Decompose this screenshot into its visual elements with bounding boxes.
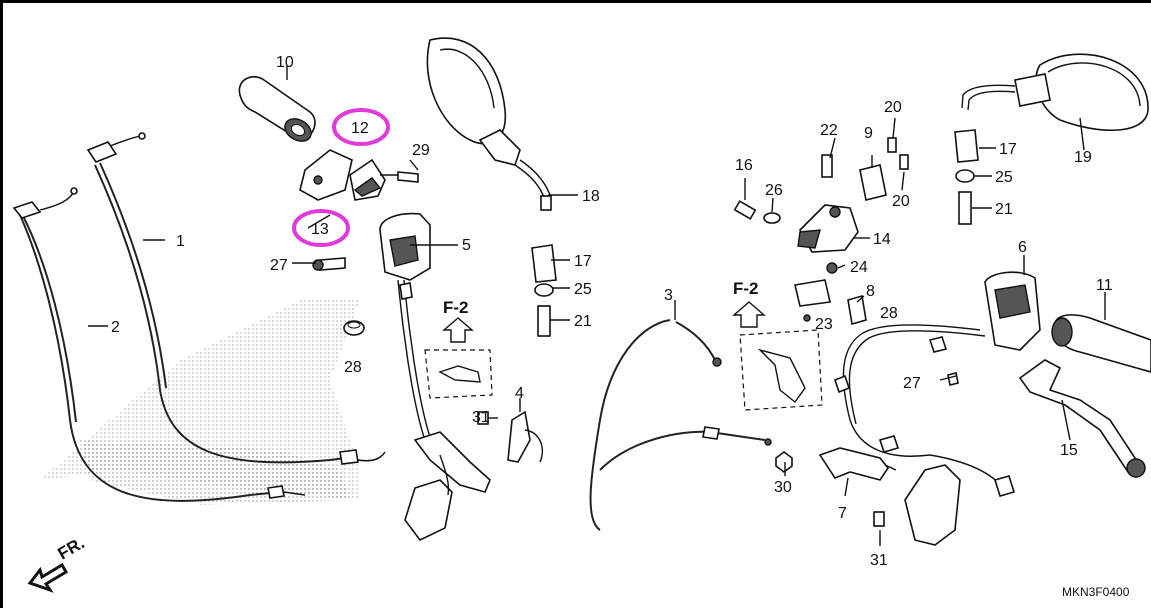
clutch-cable: [589, 319, 671, 531]
callout-14: 14: [873, 231, 891, 248]
throttle-housing-part: [299, 149, 419, 201]
callout-16: 16: [735, 157, 753, 174]
callout-21-right: 21: [995, 201, 1013, 218]
callout-19: 19: [1074, 149, 1092, 166]
leader-lines: [88, 66, 1106, 546]
callout-21-left: 21: [574, 313, 592, 330]
callout-28-right: 28: [880, 305, 898, 322]
callout-24: 24: [850, 259, 868, 276]
callout-4: 4: [515, 385, 524, 402]
right-mirror-part: [961, 53, 1149, 132]
diagram-code: MKN3F0400: [1062, 585, 1130, 599]
view-inset-right: [732, 301, 823, 411]
callout-10: 10: [276, 54, 294, 71]
callout-17-right: 17: [999, 141, 1017, 158]
callout-31-right: 31: [870, 552, 888, 569]
front-direction-label: FR.: [55, 533, 88, 563]
callout-7: 7: [838, 505, 847, 522]
callout-29: 29: [412, 142, 430, 159]
highlight-circle-12: [332, 108, 390, 146]
callout-28-left: 28: [344, 359, 362, 376]
callout-20-bottom: 20: [892, 193, 910, 210]
clutch-lever-part: [1018, 359, 1146, 478]
view-label-right: F-2: [733, 279, 759, 298]
throttle-cable-2: [19, 214, 271, 502]
callout-25-left: 25: [574, 281, 592, 298]
callout-13: 13: [311, 221, 329, 238]
highlight-circle-13: [292, 209, 350, 247]
callout-20-top: 20: [884, 99, 902, 116]
callout-12: 12: [351, 120, 369, 137]
callout-5: 5: [462, 237, 471, 254]
callout-8: 8: [866, 283, 875, 300]
callout-9: 9: [864, 125, 873, 142]
callout-6: 6: [1018, 239, 1027, 256]
callout-3: 3: [664, 287, 673, 304]
view-label-left: F-2: [443, 298, 469, 317]
right-switch-part: [834, 271, 1041, 546]
callout-30: 30: [774, 479, 792, 496]
throttle-grip-part: [238, 76, 316, 142]
callout-11: 11: [1096, 277, 1113, 294]
right-grip-part: [1051, 314, 1151, 373]
callout-25-right: 25: [995, 169, 1013, 186]
callout-18: 18: [582, 188, 600, 205]
callout-labels: 1 2 3 4 5 6 7 8 9 10 11 12 13 14 15 16 1…: [111, 54, 1113, 569]
left-mirror-part: [426, 37, 552, 211]
callout-27-right: 27: [903, 375, 921, 392]
callout-27-left: 27: [270, 257, 288, 274]
front-direction-arrow: FR.: [27, 533, 88, 593]
callout-22: 22: [820, 122, 838, 139]
callout-15: 15: [1060, 442, 1078, 459]
callout-23: 23: [815, 316, 833, 333]
callout-17-left: 17: [574, 253, 592, 270]
view-inset-left: [424, 317, 493, 399]
throttle-cable-1: [94, 164, 346, 464]
left-switch-part: [312, 212, 491, 542]
callout-1: 1: [176, 233, 185, 250]
callout-2: 2: [111, 319, 120, 336]
callout-31-left: 31: [472, 409, 490, 426]
callout-26: 26: [765, 182, 783, 199]
